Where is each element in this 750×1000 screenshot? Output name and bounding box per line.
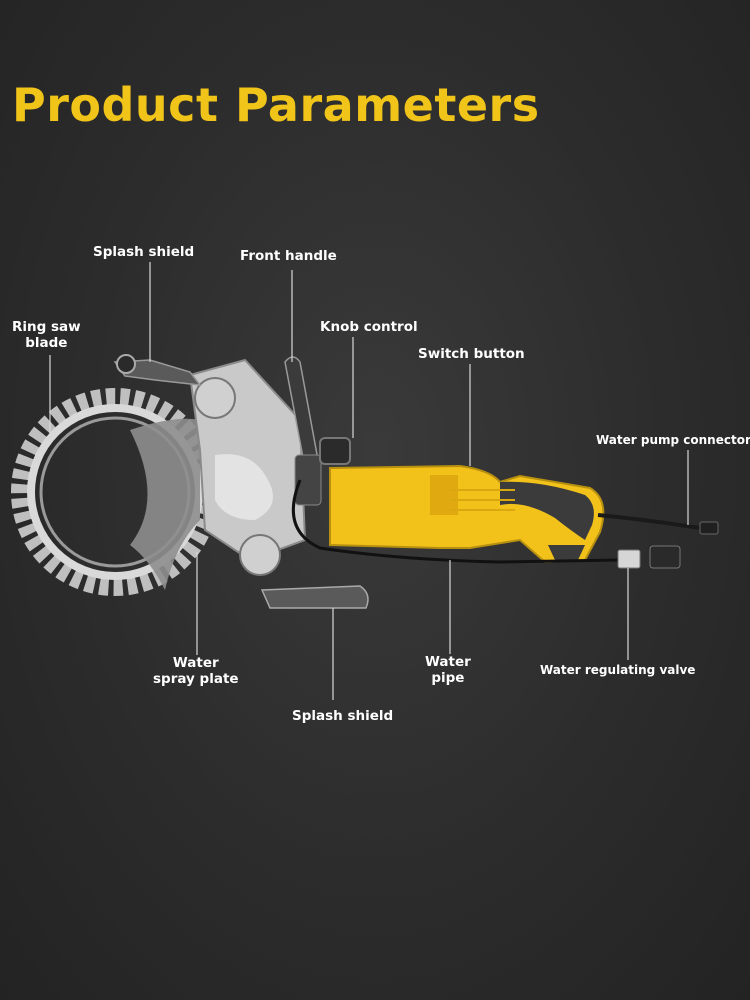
ring-saw-blade-line-2: blade <box>25 335 68 351</box>
label-splash-shield-bottom: Splash shield <box>292 708 394 724</box>
label-water-pipe: Water pipe <box>425 654 471 686</box>
front-handle-graphic <box>284 356 319 470</box>
label-water-spray-plate: Water spray plate <box>153 655 239 687</box>
label-water-pump-connector: Water pump connector <box>596 433 750 447</box>
power-cable-graphic <box>597 513 701 530</box>
saw-head-graphic <box>188 358 307 576</box>
water-pipe-graphic <box>291 479 621 564</box>
splash-shield-bottom-graphic <box>260 585 369 609</box>
water-regulating-valve-graphic <box>617 545 681 569</box>
label-knob-control: Knob control <box>320 319 418 335</box>
water-pipe-line-1: Water <box>425 654 471 670</box>
page-title: Product Parameters <box>12 78 540 132</box>
knob-control-graphic <box>319 437 351 465</box>
label-switch-button: Switch button <box>418 346 525 362</box>
label-front-handle: Front handle <box>240 248 337 264</box>
water-spray-plate-line-1: Water <box>172 655 219 671</box>
motor-body-graphic <box>329 464 605 564</box>
water-spray-plate-line-2: spray plate <box>153 671 239 687</box>
label-water-regulating-valve: Water regulating valve <box>540 663 696 677</box>
label-splash-shield-top: Splash shield <box>93 244 195 260</box>
ring-saw-blade-line-1: Ring saw <box>12 319 81 335</box>
water-pipe-line-2: pipe <box>431 670 465 686</box>
label-ring-saw-blade: Ring saw blade <box>12 319 81 351</box>
water-spray-plate-graphic <box>130 418 200 590</box>
